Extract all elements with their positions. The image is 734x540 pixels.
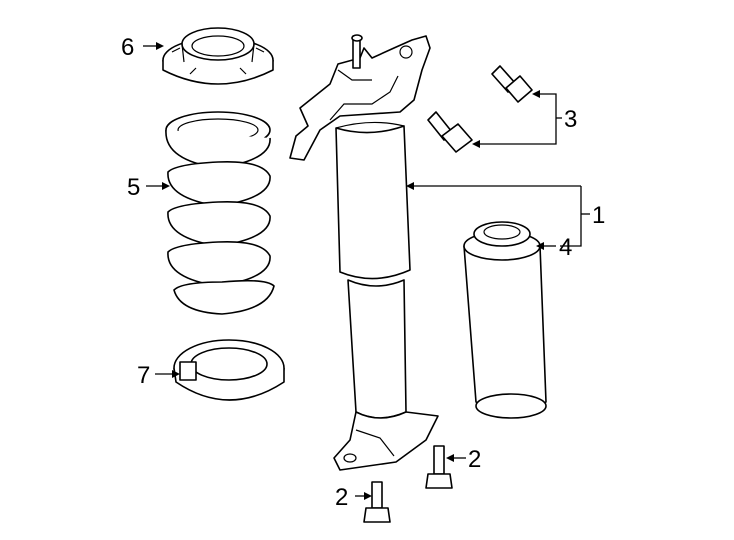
- leader-lines: [143, 42, 590, 500]
- callout-2-left: 2: [335, 484, 348, 511]
- upper-spring-mount: [162, 27, 274, 85]
- upper-mounting-bolts: [427, 65, 533, 153]
- dust-boot: [463, 221, 547, 419]
- callout-4: 4: [559, 234, 572, 261]
- callout-2-right: 2: [468, 446, 481, 473]
- lower-mounting-bolts: [363, 445, 453, 523]
- callout-1: 1: [592, 202, 605, 229]
- callout-7: 7: [137, 362, 150, 389]
- coil-spring: [165, 111, 275, 315]
- callout-5: 5: [127, 174, 140, 201]
- callout-3: 3: [564, 106, 577, 133]
- shock-absorber: [289, 34, 439, 471]
- callout-6: 6: [121, 34, 134, 61]
- lower-spring-isolator: [173, 339, 285, 401]
